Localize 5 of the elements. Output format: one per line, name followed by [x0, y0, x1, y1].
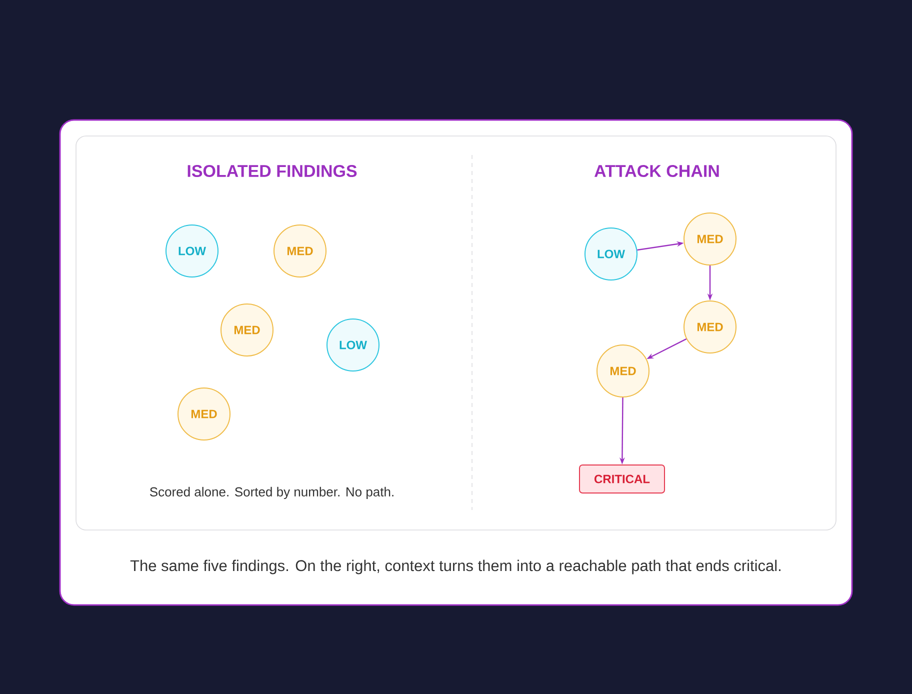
critical-box: CRITICAL	[579, 464, 665, 494]
note-text: Scored alone. Sorted by number. No path.	[150, 486, 394, 500]
section-title: ATTACK CHAIN	[594, 164, 719, 178]
section-title: ISOLATED FINDINGS	[188, 164, 357, 178]
caption-text: The same five findings. On the right, context turns them into a reachable path that ends critical.	[130, 560, 780, 574]
